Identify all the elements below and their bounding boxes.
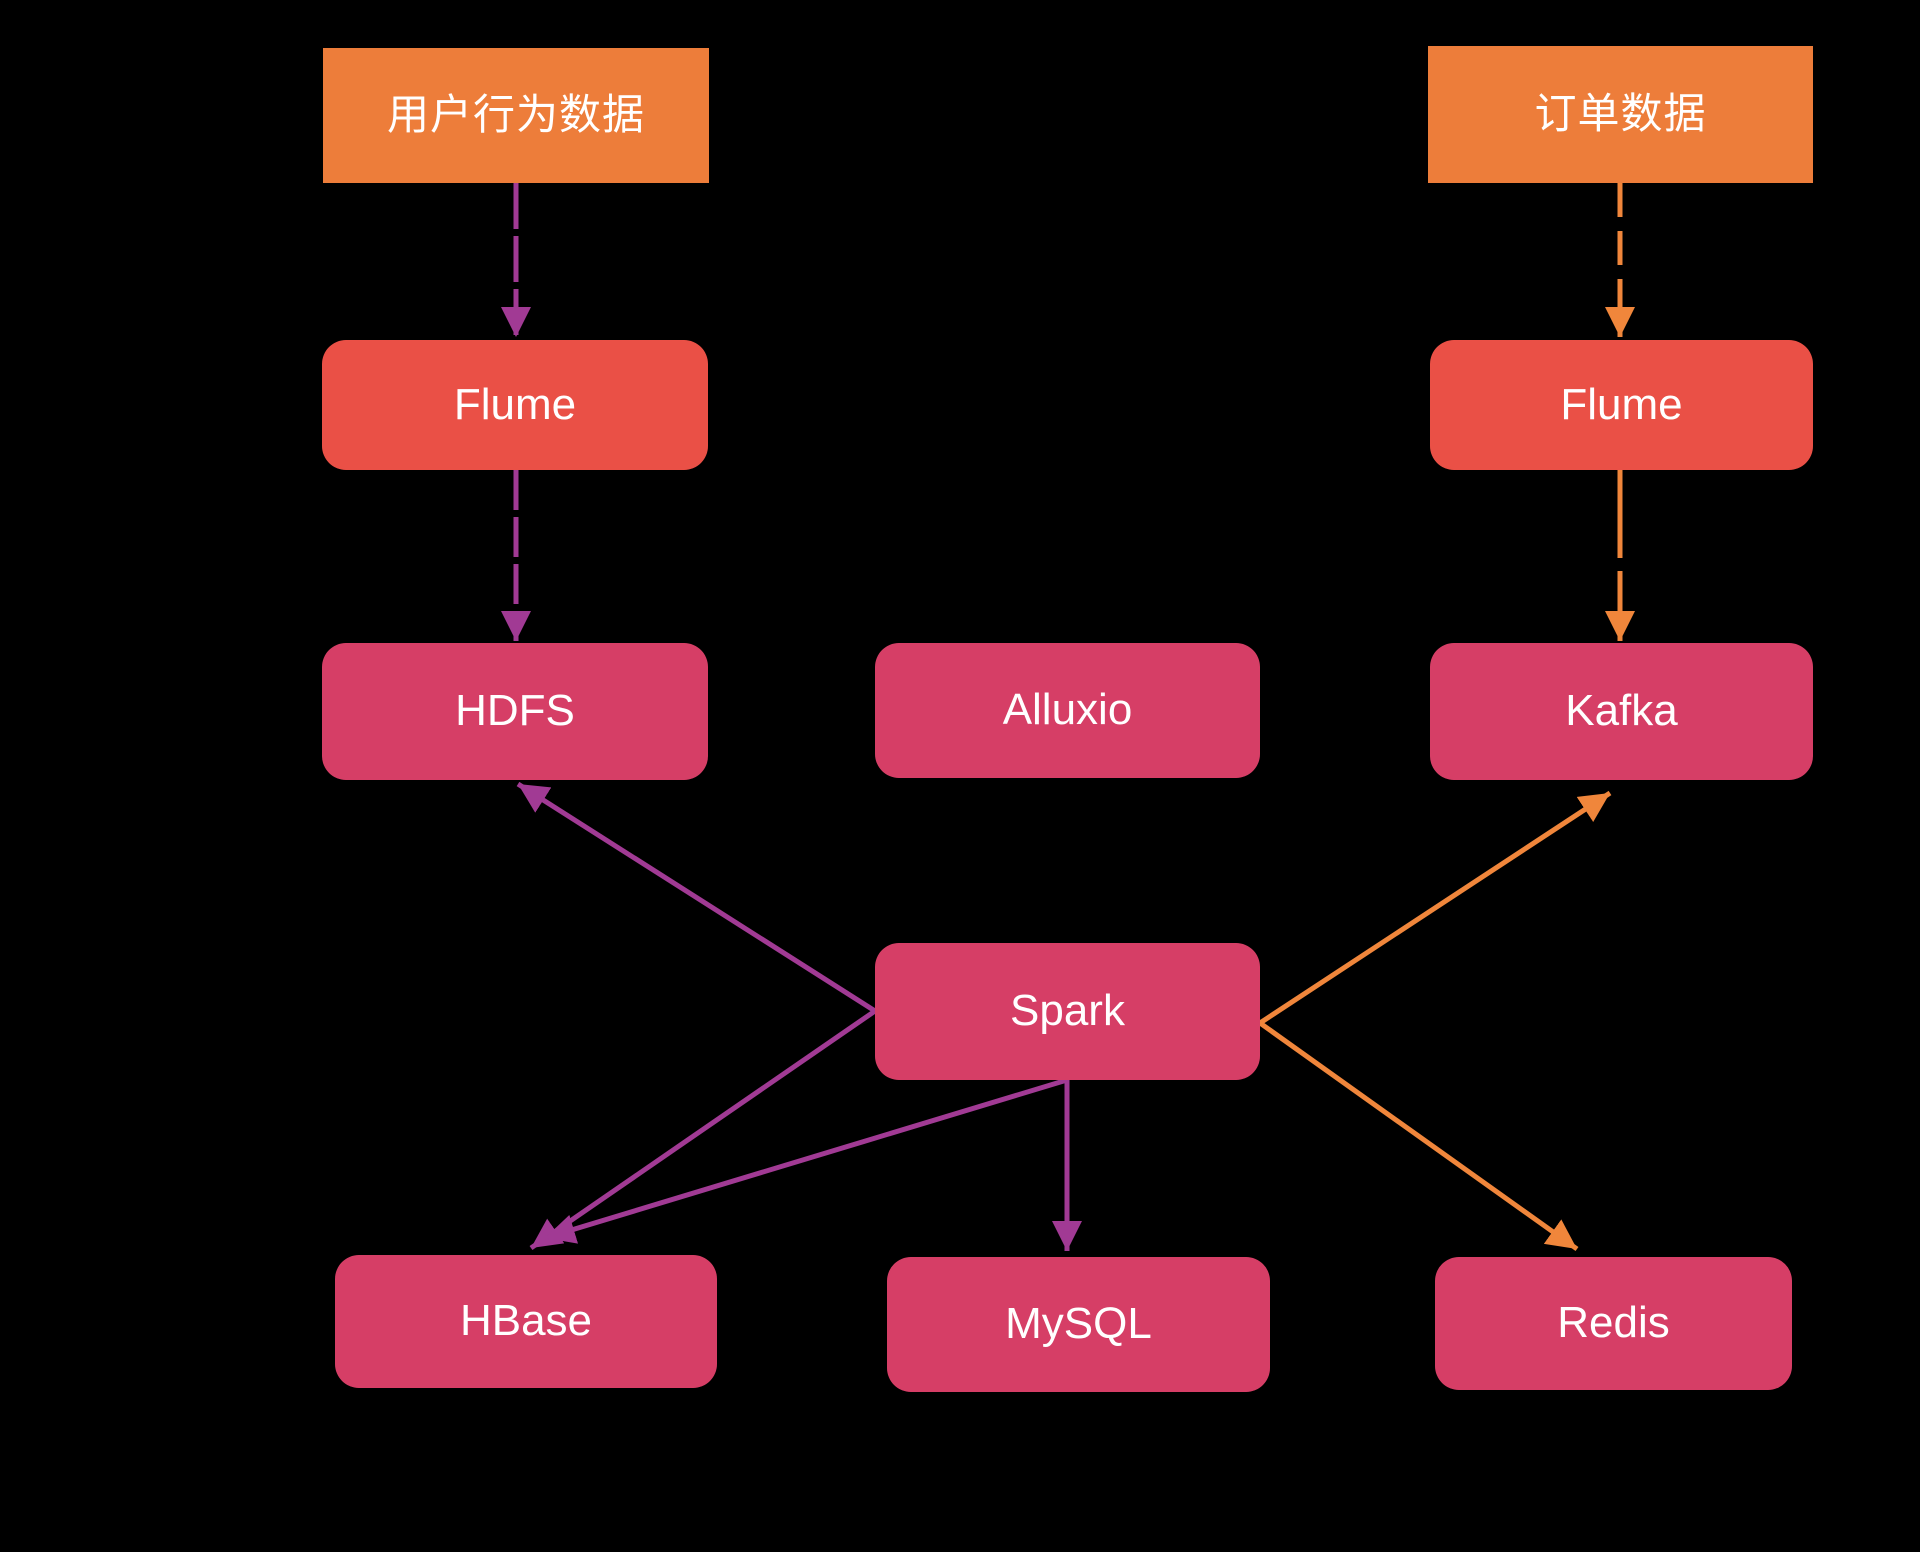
- node-order-data: 订单数据: [1428, 46, 1813, 183]
- node-redis: Redis: [1435, 1257, 1792, 1390]
- edge-spark-to-hbase-bottom: [544, 1077, 1068, 1244]
- node-user-behavior-data: 用户行为数据: [323, 48, 709, 183]
- node-hdfs: HDFS: [322, 643, 708, 780]
- node-label-mysql: MySQL: [1005, 1299, 1152, 1349]
- node-label-flume-right: Flume: [1560, 379, 1683, 429]
- node-label-hbase: HBase: [459, 1296, 593, 1346]
- node-label-user-behavior-data: 用户行为数据: [386, 91, 645, 139]
- node-label-kafka: Kafka: [1565, 686, 1678, 736]
- node-flume-left: Flume: [322, 340, 708, 470]
- node-mysql: MySQL: [887, 1257, 1270, 1392]
- node-label-order-data: 订单数据: [1534, 90, 1707, 138]
- edge-spark-to-hbase-left: [529, 1008, 877, 1251]
- node-alluxio: Alluxio: [875, 643, 1260, 778]
- node-label-redis: Redis: [1557, 1298, 1670, 1348]
- node-hbase: HBase: [335, 1255, 717, 1388]
- node-label-hdfs: HDFS: [455, 686, 575, 736]
- node-spark: Spark: [875, 943, 1260, 1080]
- node-kafka: Kafka: [1430, 643, 1813, 780]
- node-label-alluxio: Alluxio: [1002, 685, 1133, 735]
- node-label-flume-left: Flume: [453, 379, 577, 429]
- edge-spark-to-hdfs: [516, 781, 877, 1014]
- edge-spark-to-kafka: [1258, 790, 1612, 1026]
- edge-spark-to-redis: [1258, 1020, 1579, 1252]
- node-flume-right: Flume: [1430, 340, 1813, 470]
- node-label-spark: Spark: [1010, 986, 1125, 1036]
